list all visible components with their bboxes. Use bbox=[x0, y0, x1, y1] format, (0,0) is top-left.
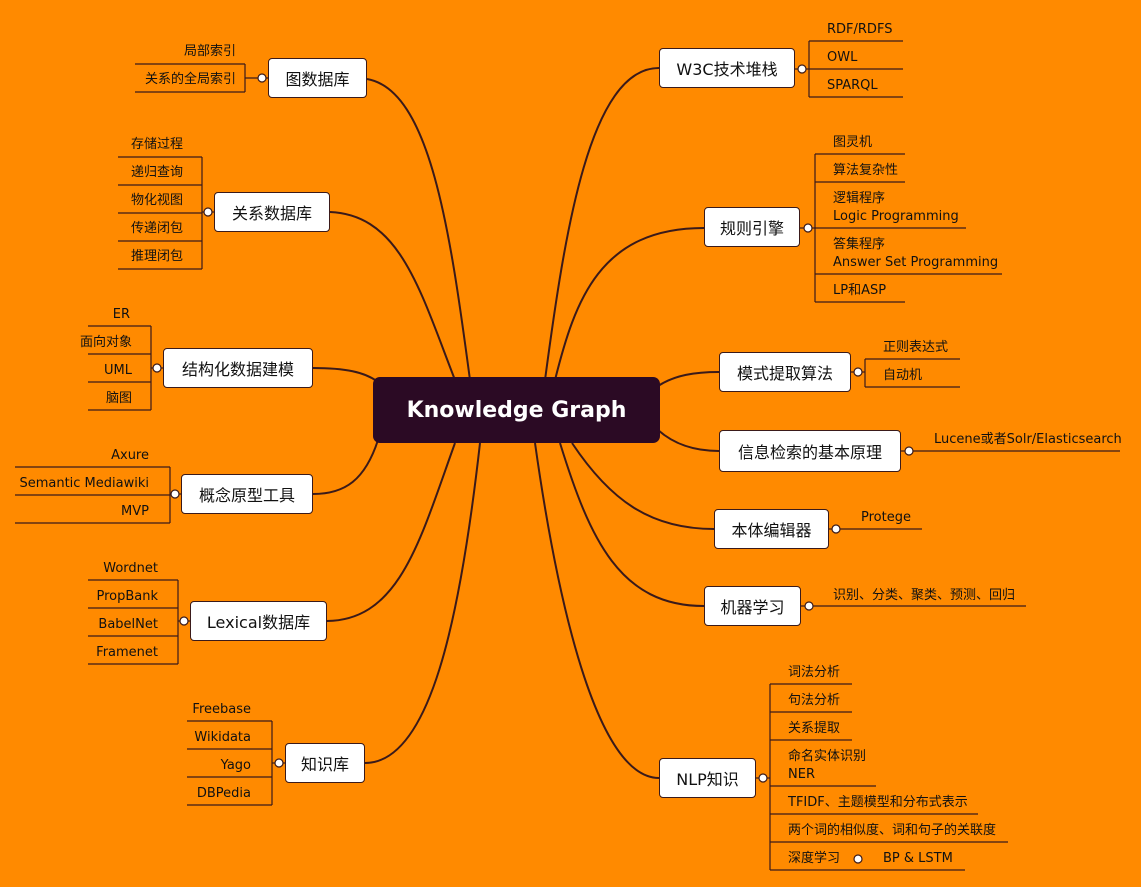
curve-knowledge-base bbox=[364, 442, 481, 764]
topic-information-retrieval[interactable]: 信息检索的基本原理 bbox=[719, 430, 901, 472]
leaf-materialized-view: 物化视图 bbox=[130, 193, 183, 208]
collapse-rule-engine[interactable] bbox=[803, 223, 813, 233]
collapse-graph-database[interactable] bbox=[257, 73, 267, 83]
collapse-structured[interactable] bbox=[152, 363, 162, 373]
curve-graph-database bbox=[366, 78, 471, 381]
leaf-transitive-closure: 传递闭包 bbox=[130, 221, 183, 236]
leaf-inference-closure: 推理闭包 bbox=[130, 249, 183, 264]
leaf-sparql: SPARQL bbox=[827, 78, 878, 93]
curve-ontology-editor bbox=[571, 442, 715, 530]
collapse-nlp[interactable] bbox=[758, 773, 768, 783]
collapse-ir[interactable] bbox=[904, 446, 914, 456]
leaf-ml-tasks: 识别、分类、聚类、预测、回归 bbox=[833, 588, 1016, 603]
leaf-global-relation-index: 关系的全局索引 bbox=[144, 72, 236, 87]
topic-lexical-database[interactable]: Lexical数据库 bbox=[190, 601, 327, 641]
curve-nlp-knowledge bbox=[534, 442, 660, 779]
leaf-bp-lstm: BP & LSTM bbox=[883, 851, 953, 866]
curve-information-retrieval bbox=[657, 429, 720, 452]
leaf-lucene-solr: Lucene或者Solr/Elasticsearch bbox=[934, 432, 1122, 447]
topic-structured-data-modeling[interactable]: 结构化数据建模 bbox=[163, 348, 313, 388]
topic-machine-learning[interactable]: 机器学习 bbox=[704, 586, 801, 626]
leaf-owl: OWL bbox=[827, 50, 858, 65]
leaf-named-entity-recognition: 命名实体识别 bbox=[788, 749, 867, 764]
collapse-ontology[interactable] bbox=[831, 524, 841, 534]
leaf-word-similarity: 两个词的相似度、词和句子的关联度 bbox=[788, 823, 997, 838]
leaf-yago: Yago bbox=[220, 758, 251, 773]
collapse-lexical[interactable] bbox=[179, 616, 189, 626]
curve-pattern-extraction bbox=[657, 371, 720, 387]
collapse-relational[interactable] bbox=[203, 207, 213, 217]
leaf-local-index: 局部索引 bbox=[183, 44, 236, 59]
collapse-ml[interactable] bbox=[804, 601, 814, 611]
leaf-propbank: PropBank bbox=[96, 589, 158, 604]
leaf-wikidata: Wikidata bbox=[194, 730, 251, 745]
leaf-er: ER bbox=[112, 307, 130, 322]
leaf-relation-extraction: 关系提取 bbox=[788, 721, 841, 736]
leaf-uml: UML bbox=[104, 363, 132, 378]
leaf-babelnet: BabelNet bbox=[98, 617, 158, 632]
central-topic[interactable]: Knowledge Graph bbox=[373, 377, 660, 443]
leaf-answer-set-programming: Answer Set Programming bbox=[833, 255, 999, 270]
leaf-semantic-mediawiki: Semantic Mediawiki bbox=[19, 476, 149, 491]
topic-pattern-extraction[interactable]: 模式提取算法 bbox=[719, 352, 851, 392]
leaf-axure: Axure bbox=[111, 448, 149, 463]
leaf-lexical-analysis: 词法分析 bbox=[788, 665, 841, 680]
leaf-mind-map: 脑图 bbox=[105, 391, 132, 406]
topic-knowledge-base[interactable]: 知识库 bbox=[285, 743, 365, 783]
leaf-regular-expression: 正则表达式 bbox=[883, 340, 949, 355]
leaf-deep-learning: 深度学习 bbox=[788, 851, 841, 866]
leaf-automaton: 自动机 bbox=[883, 368, 923, 383]
collapse-concept[interactable] bbox=[170, 489, 180, 499]
leaf-rdf-rdfs: RDF/RDFS bbox=[827, 22, 893, 37]
topic-nlp-knowledge[interactable]: NLP知识 bbox=[659, 758, 756, 798]
collapse-w3c[interactable] bbox=[797, 64, 807, 74]
leaf-dbpedia: DBPedia bbox=[196, 786, 251, 801]
curve-concept-tools bbox=[312, 439, 379, 495]
leaf-logic-programming: Logic Programming bbox=[833, 209, 959, 224]
leaf-answer-set-program: 答集程序 bbox=[833, 237, 886, 252]
curve-lexical-database bbox=[326, 442, 456, 622]
leaf-logic-program: 逻辑程序 bbox=[833, 191, 886, 206]
curve-rule-engine bbox=[554, 227, 705, 381]
topic-rule-engine[interactable]: 规则引擎 bbox=[704, 207, 800, 247]
curve-structured-modeling bbox=[312, 367, 379, 383]
topic-w3c-stack[interactable]: W3C技术堆栈 bbox=[659, 48, 795, 88]
leaf-ner: NER bbox=[788, 767, 815, 782]
topic-relational-database[interactable]: 关系数据库 bbox=[214, 192, 330, 232]
collapse-deep-learning[interactable] bbox=[853, 854, 863, 864]
topic-ontology-editor[interactable]: 本体编辑器 bbox=[714, 509, 829, 549]
curve-w3c-stack bbox=[544, 67, 660, 381]
collapse-kb[interactable] bbox=[274, 758, 284, 768]
leaf-tfidf-topic-models: TFIDF、主题模型和分布式表示 bbox=[788, 795, 968, 810]
leaf-stored-procedure: 存储过程 bbox=[130, 137, 183, 152]
curve-relational-database bbox=[329, 211, 456, 381]
leaf-lp-and-asp: LP和ASP bbox=[833, 283, 887, 298]
leaf-wordnet: Wordnet bbox=[103, 561, 158, 576]
topic-graph-database[interactable]: 图数据库 bbox=[268, 58, 367, 98]
leaf-mvp: MVP bbox=[121, 504, 149, 519]
collapse-pattern[interactable] bbox=[853, 367, 863, 377]
leaf-algorithm-complexity: 算法复杂性 bbox=[833, 163, 899, 178]
leaf-protege: Protege bbox=[861, 510, 911, 525]
leaf-syntax-analysis: 句法分析 bbox=[788, 693, 841, 708]
topic-concept-prototype-tools[interactable]: 概念原型工具 bbox=[181, 474, 313, 514]
leaf-framenet: Framenet bbox=[96, 645, 158, 660]
leaf-freebase: Freebase bbox=[192, 702, 251, 717]
leaf-object-oriented: 面向对象 bbox=[79, 335, 132, 350]
curve-machine-learning bbox=[559, 442, 705, 607]
leaf-turing-machine: 图灵机 bbox=[833, 135, 873, 150]
leaf-recursive-query: 递归查询 bbox=[130, 165, 183, 180]
